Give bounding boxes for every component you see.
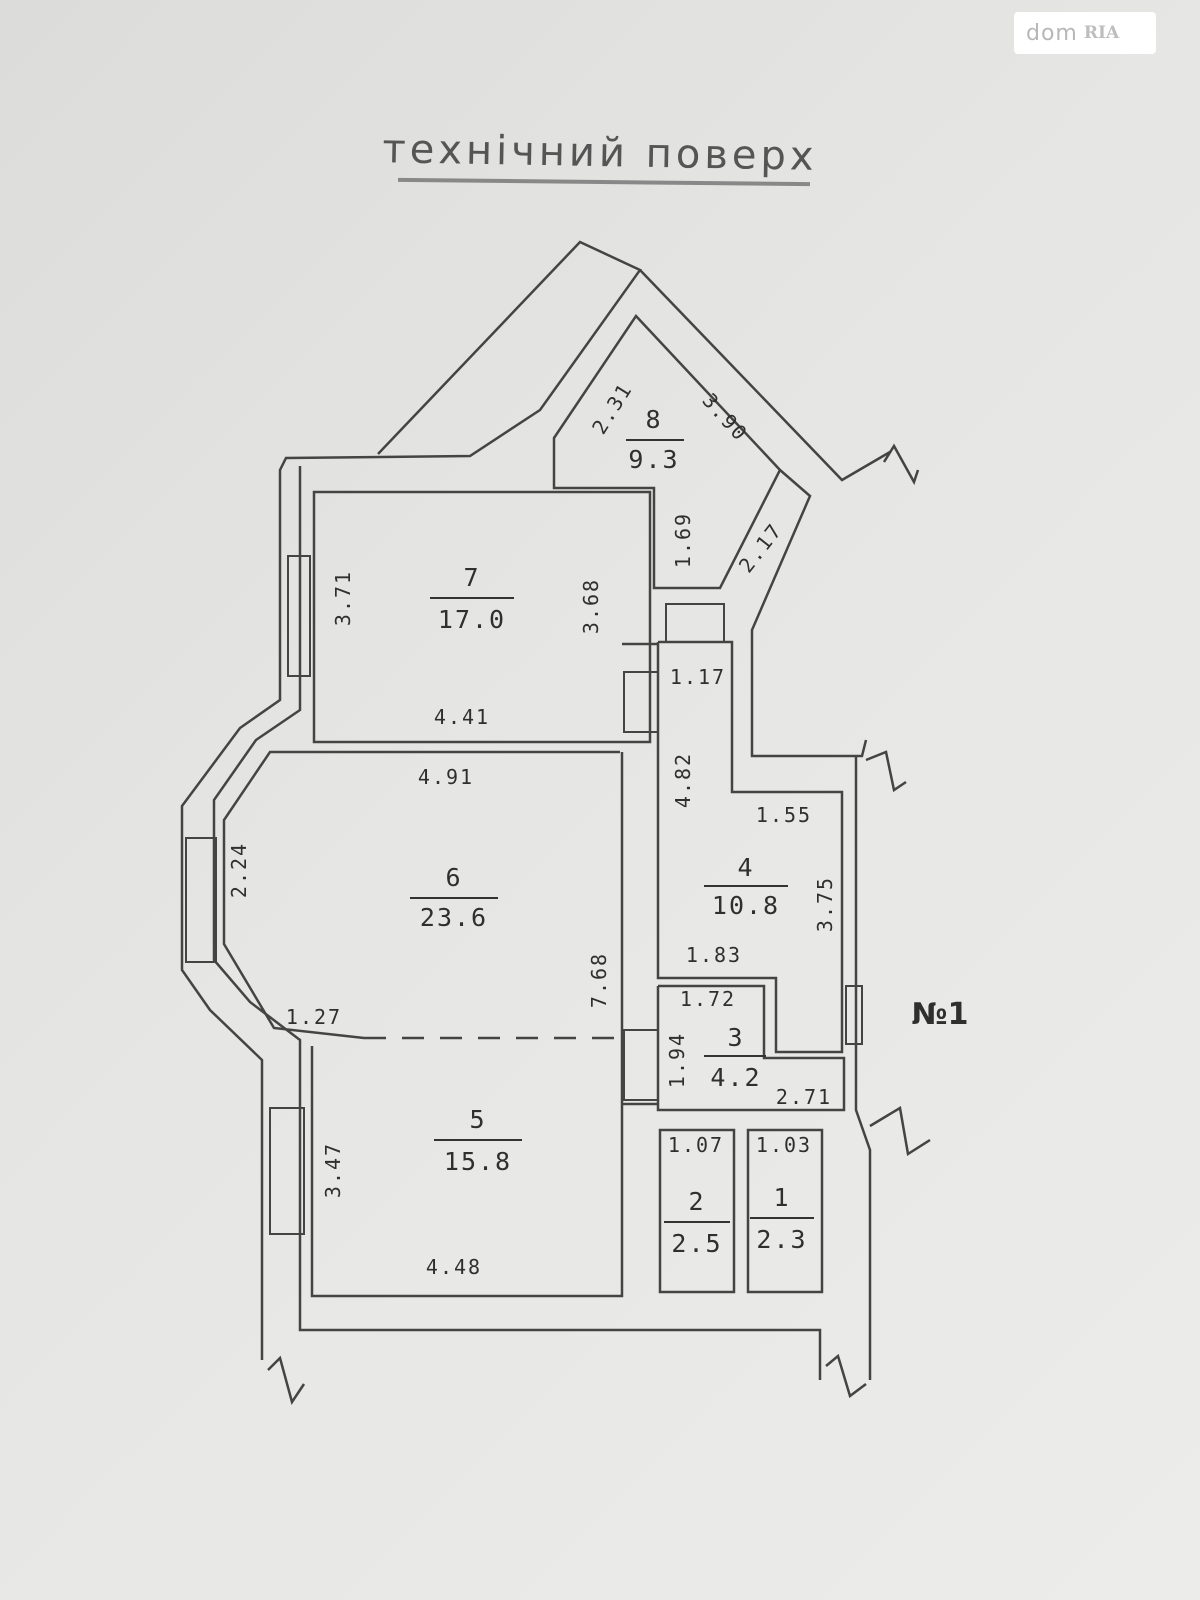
- dimension-label: 1.83: [686, 943, 742, 967]
- walls: [180, 240, 931, 1405]
- room-5-area: 15.8: [444, 1147, 512, 1176]
- room-7-number: 7: [463, 563, 480, 592]
- break-mark: [825, 1353, 867, 1399]
- dimension-label: 1.17: [670, 665, 726, 689]
- dimension-label: 1.69: [671, 512, 695, 568]
- room-4-number: 4: [737, 853, 754, 882]
- room-4-label: 4 10.8: [704, 853, 788, 920]
- dimension-label: 4.91: [418, 765, 474, 789]
- room-5-outline: [310, 752, 624, 1298]
- door-room-8: [665, 603, 725, 643]
- dimension-label: 4.48: [426, 1255, 482, 1279]
- dimension-label: 3.90: [697, 388, 752, 446]
- room-7-outline: [312, 490, 652, 744]
- room-2-area: 2.5: [671, 1229, 722, 1258]
- entrance-door: [845, 985, 863, 1045]
- room-5-number: 5: [469, 1105, 486, 1134]
- dimension-label: 1.07: [668, 1133, 724, 1157]
- room-8-label: 8 9.3: [626, 405, 684, 474]
- window-room-7: [287, 555, 311, 677]
- break-mark: [869, 1105, 931, 1157]
- door-room-5: [623, 1029, 659, 1101]
- dimension-label: 3.47: [321, 1142, 345, 1198]
- entrance-label: №1: [912, 997, 969, 1032]
- room-1-number: 1: [773, 1183, 790, 1212]
- dimension-label: 7.68: [587, 952, 611, 1008]
- room-3-number: 3: [727, 1023, 744, 1052]
- dimension-label: 1.94: [665, 1032, 689, 1088]
- room-labels: 8 9.3 7 17.0 6 23.6 5 15.8 4 10.8 3 4.2: [410, 405, 814, 1258]
- room-8-number: 8: [645, 405, 662, 434]
- room-2-outline: [658, 1128, 736, 1294]
- room-5-label: 5 15.8: [434, 1105, 522, 1176]
- watermark-text: dom: [1026, 20, 1078, 46]
- room-3-area: 4.2: [710, 1063, 761, 1092]
- break-mark: [267, 1355, 306, 1405]
- dimension-label: 4.82: [671, 752, 695, 808]
- dimension-label: 2.71: [776, 1085, 832, 1109]
- room-2-label: 2 2.5: [664, 1187, 730, 1258]
- window-room-6: [185, 837, 217, 963]
- dimension-label: 3.71: [331, 570, 355, 626]
- break-mark: [882, 443, 920, 486]
- room-6-outline: [222, 750, 620, 1040]
- room-1-label: 1 2.3: [750, 1183, 814, 1254]
- window-room-5: [269, 1107, 305, 1235]
- room-3-label: 3 4.2: [704, 1023, 766, 1092]
- door-room-7: [623, 671, 659, 733]
- room-2-number: 2: [688, 1187, 705, 1216]
- room-7-area: 17.0: [438, 605, 506, 634]
- dimension-label: 1.27: [286, 1005, 342, 1029]
- dimension-label: 2.31: [587, 378, 637, 438]
- dimension-label: 3.68: [579, 578, 603, 634]
- break-mark: [865, 750, 907, 793]
- dimension-label: 4.41: [434, 705, 490, 729]
- dimension-labels: 2.31 3.90 1.69 2.17 3.71 3.68 4.41 1.17 …: [227, 378, 837, 1279]
- dimension-label: 3.75: [813, 876, 837, 932]
- room-1-outline: [746, 1128, 824, 1294]
- room-4-area: 10.8: [712, 891, 780, 920]
- room-6-label: 6 23.6: [410, 863, 498, 932]
- room-1-area: 2.3: [756, 1225, 807, 1254]
- room-4-outline: [656, 640, 844, 1054]
- dimension-label: 1.03: [756, 1133, 812, 1157]
- room-7-label: 7 17.0: [430, 563, 514, 634]
- dimension-label: 1.55: [756, 803, 812, 827]
- dimension-label: 2.24: [227, 842, 251, 898]
- room-6-area: 23.6: [420, 903, 488, 932]
- room-6-number: 6: [445, 863, 462, 892]
- dom-ria-watermark: dom RIA: [1014, 12, 1156, 54]
- room-3-outline: [656, 984, 846, 1112]
- room-8-area: 9.3: [628, 445, 679, 474]
- dimension-label: 1.72: [680, 987, 736, 1011]
- watermark-text-ria: RIA: [1083, 23, 1120, 43]
